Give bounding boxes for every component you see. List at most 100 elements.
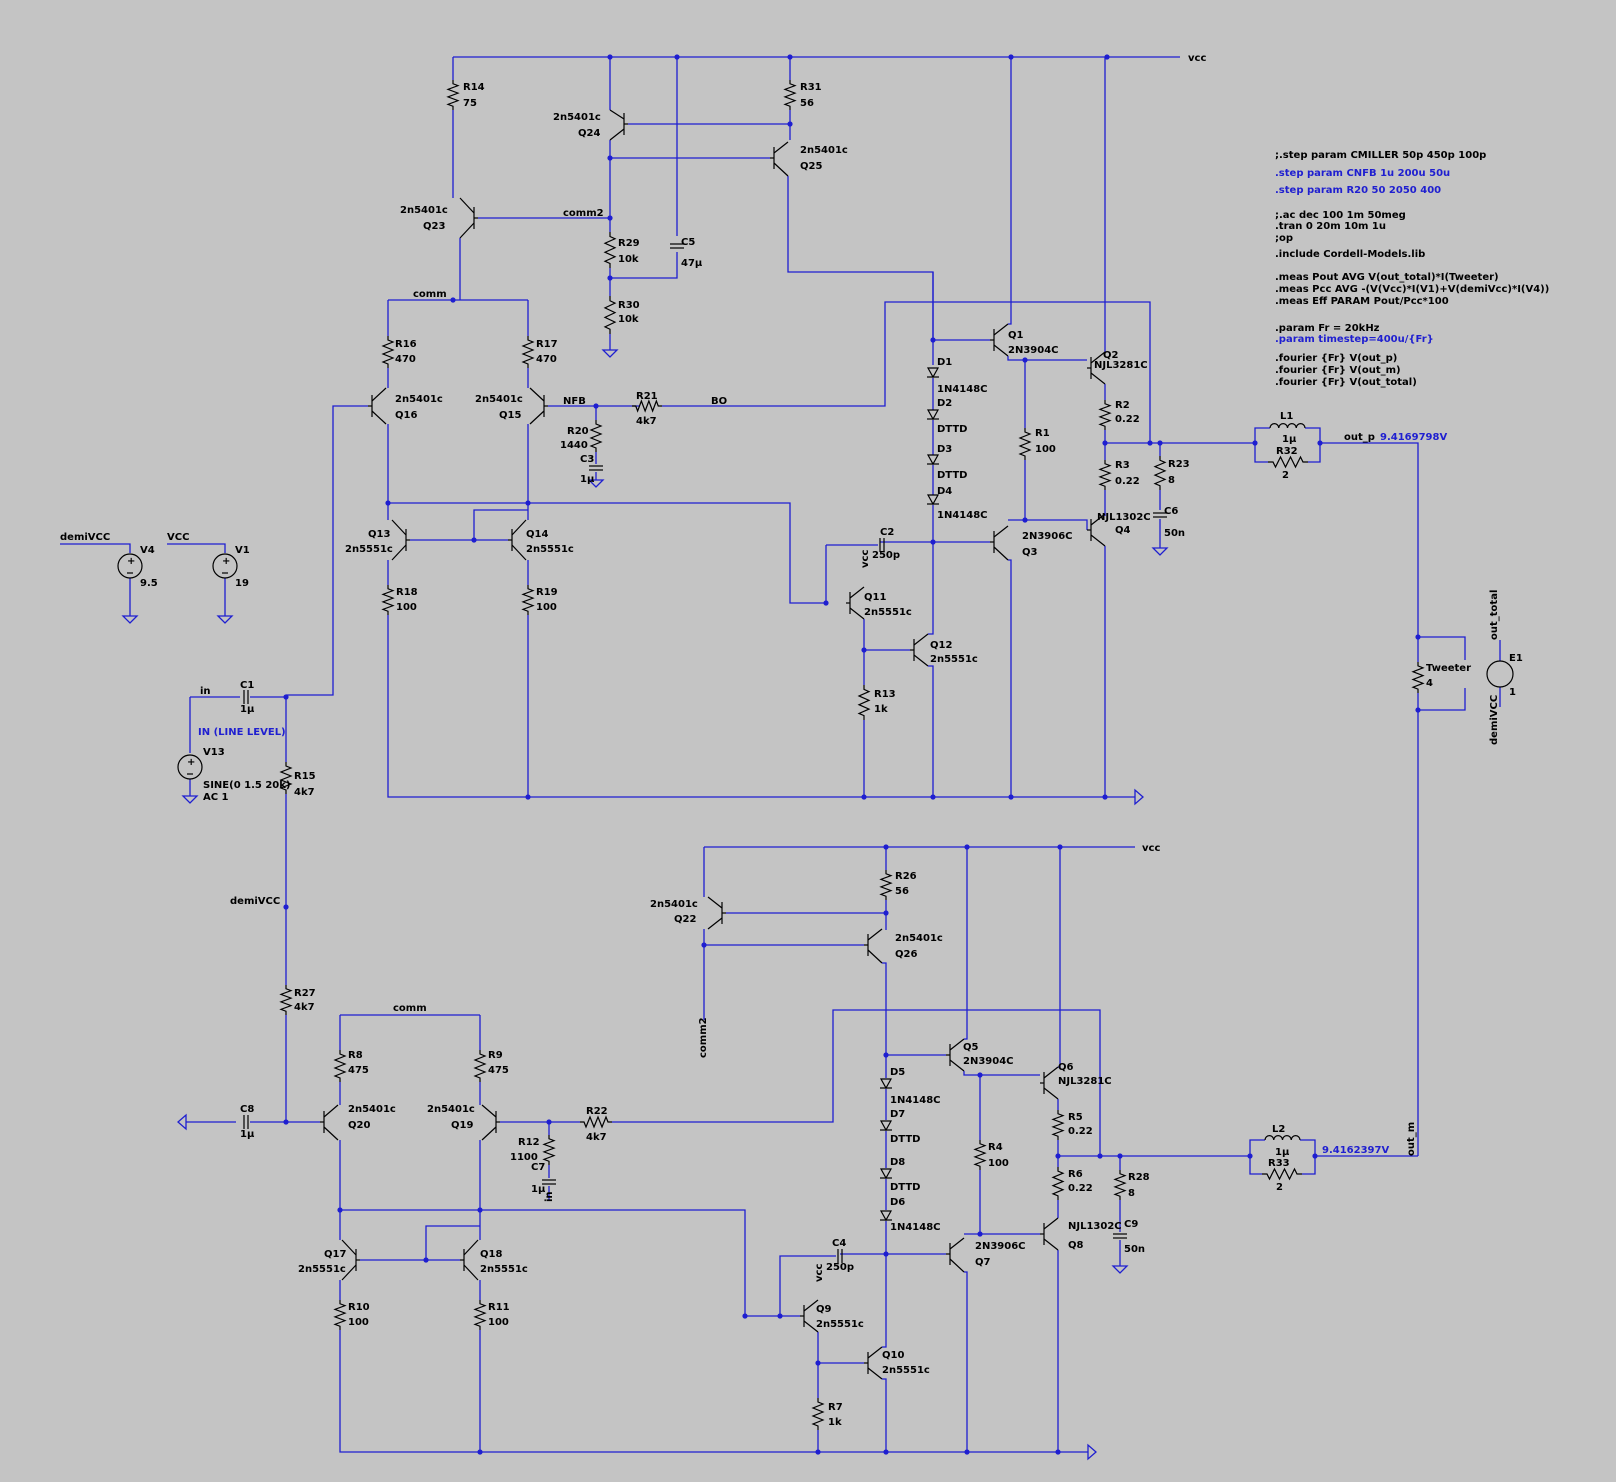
net-label-out-m: out_m xyxy=(1406,1122,1417,1156)
resistor-r8[interactable] xyxy=(333,1050,347,1082)
resistor-r31[interactable] xyxy=(783,80,797,110)
transistor-q3[interactable] xyxy=(990,525,1009,561)
resistor-r13[interactable] xyxy=(857,685,871,720)
transistor-q7[interactable] xyxy=(946,1237,965,1273)
q7-value: 2N3906C xyxy=(975,1241,1026,1252)
resistor-r7[interactable] xyxy=(811,1398,825,1430)
diode-d3[interactable] xyxy=(926,454,940,466)
r10-ref: R10 xyxy=(348,1302,370,1313)
resistor-r3[interactable] xyxy=(1098,460,1112,490)
resistor-r33[interactable] xyxy=(1262,1167,1302,1181)
transistor-q23[interactable] xyxy=(459,197,478,239)
capacitor-c1[interactable] xyxy=(243,690,249,704)
r15-value: 4k7 xyxy=(294,787,315,798)
transistor-q10[interactable] xyxy=(864,1346,883,1380)
r28-ref: R28 xyxy=(1128,1172,1150,1183)
diode-d1[interactable] xyxy=(926,367,940,379)
transistor-q5[interactable] xyxy=(946,1038,965,1072)
capacitor-c6[interactable] xyxy=(1153,512,1167,518)
transistor-q17[interactable] xyxy=(341,1239,360,1281)
junction-dot xyxy=(525,794,531,800)
resistor-r12[interactable] xyxy=(542,1135,556,1165)
voltage-source-v4[interactable]: + xyxy=(117,553,143,579)
inductor-l1[interactable] xyxy=(1269,423,1306,429)
resistor-r22[interactable] xyxy=(580,1115,612,1129)
resistor-tweeter[interactable] xyxy=(1411,662,1425,693)
diode-d6[interactable] xyxy=(879,1210,893,1222)
resistor-r15[interactable] xyxy=(279,762,293,794)
transistor-q12[interactable] xyxy=(910,633,929,667)
net-label-vcc: vcc xyxy=(1188,53,1206,64)
r6-value: 0.22 xyxy=(1068,1183,1093,1194)
resistor-r18[interactable] xyxy=(381,585,395,615)
voltage-source-v1[interactable]: + xyxy=(212,553,238,579)
transistor-q20[interactable] xyxy=(320,1104,339,1141)
transistor-q25[interactable] xyxy=(770,141,789,177)
resistor-r23[interactable] xyxy=(1153,456,1167,490)
inductor-l2[interactable] xyxy=(1264,1135,1301,1141)
resistor-r4[interactable] xyxy=(973,1140,987,1170)
capacitor-c3[interactable] xyxy=(589,465,603,471)
resistor-r16[interactable] xyxy=(381,336,395,368)
resistor-r10[interactable] xyxy=(333,1300,347,1330)
transistor-q8[interactable] xyxy=(1040,1217,1059,1251)
net-label-comm: comm xyxy=(413,289,447,300)
diode-d7[interactable] xyxy=(879,1120,893,1132)
resistor-r32[interactable] xyxy=(1268,455,1308,469)
wire xyxy=(1058,847,1061,1068)
transistor-q14[interactable] xyxy=(508,519,527,561)
capacitor-c2[interactable] xyxy=(879,538,885,552)
c9-ref: C9 xyxy=(1124,1219,1138,1230)
resistor-r11[interactable] xyxy=(473,1300,487,1330)
controlled-source-e1[interactable] xyxy=(1486,660,1514,688)
capacitor-c7[interactable] xyxy=(542,1179,556,1185)
transistor-q26[interactable] xyxy=(864,928,883,964)
resistor-r28[interactable] xyxy=(1113,1170,1127,1200)
q12-ref: Q12 xyxy=(930,640,952,651)
r21-ref: R21 xyxy=(636,391,658,402)
diode-d8[interactable] xyxy=(879,1168,893,1180)
transistor-q24[interactable] xyxy=(609,109,628,141)
capacitor-c9[interactable] xyxy=(1113,1233,1127,1239)
q9-value: 2n5551c xyxy=(816,1319,864,1330)
diode-d4[interactable] xyxy=(926,494,940,506)
voltage-source-v13[interactable]: + xyxy=(177,754,203,780)
resistor-r29[interactable] xyxy=(603,232,617,268)
transistor-q22[interactable] xyxy=(707,896,726,930)
resistor-r9[interactable] xyxy=(473,1050,487,1082)
resistor-r27[interactable] xyxy=(279,985,293,1015)
resistor-r20[interactable] xyxy=(589,420,603,452)
capacitor-c4[interactable] xyxy=(837,1249,843,1263)
resistor-r1[interactable] xyxy=(1018,428,1032,460)
resistor-r21[interactable] xyxy=(632,399,662,413)
transistor-q13[interactable] xyxy=(391,519,410,561)
resistor-r17[interactable] xyxy=(521,336,535,368)
capacitor-c5[interactable] xyxy=(670,243,684,249)
diode-d2[interactable] xyxy=(926,409,940,421)
q3-ref: Q3 xyxy=(1022,547,1038,558)
transistor-q18[interactable] xyxy=(460,1239,479,1281)
transistor-q16[interactable] xyxy=(368,387,387,425)
resistor-r30[interactable] xyxy=(603,296,617,334)
transistor-q15[interactable] xyxy=(529,387,548,425)
transistor-q19[interactable] xyxy=(481,1104,500,1141)
transistor-q1[interactable] xyxy=(990,323,1009,357)
wire xyxy=(388,502,826,604)
diode-d5[interactable] xyxy=(879,1078,893,1090)
resistor-r6[interactable] xyxy=(1051,1167,1065,1200)
transistor-q6[interactable] xyxy=(1040,1066,1059,1100)
q24-ref: Q24 xyxy=(578,128,600,139)
r28-value: 8 xyxy=(1128,1188,1135,1199)
transistor-q4[interactable] xyxy=(1087,513,1106,547)
resistor-r19[interactable] xyxy=(521,585,535,615)
transistor-q2[interactable] xyxy=(1087,351,1106,385)
resistor-r2[interactable] xyxy=(1098,400,1112,430)
resistor-r14[interactable] xyxy=(446,80,460,110)
resistor-r5[interactable] xyxy=(1051,1110,1065,1140)
wire xyxy=(882,962,887,1055)
transistor-q11[interactable] xyxy=(846,586,865,620)
transistor-q9[interactable] xyxy=(800,1299,819,1333)
capacitor-c8[interactable] xyxy=(243,1115,249,1129)
resistor-r26[interactable] xyxy=(879,870,893,900)
